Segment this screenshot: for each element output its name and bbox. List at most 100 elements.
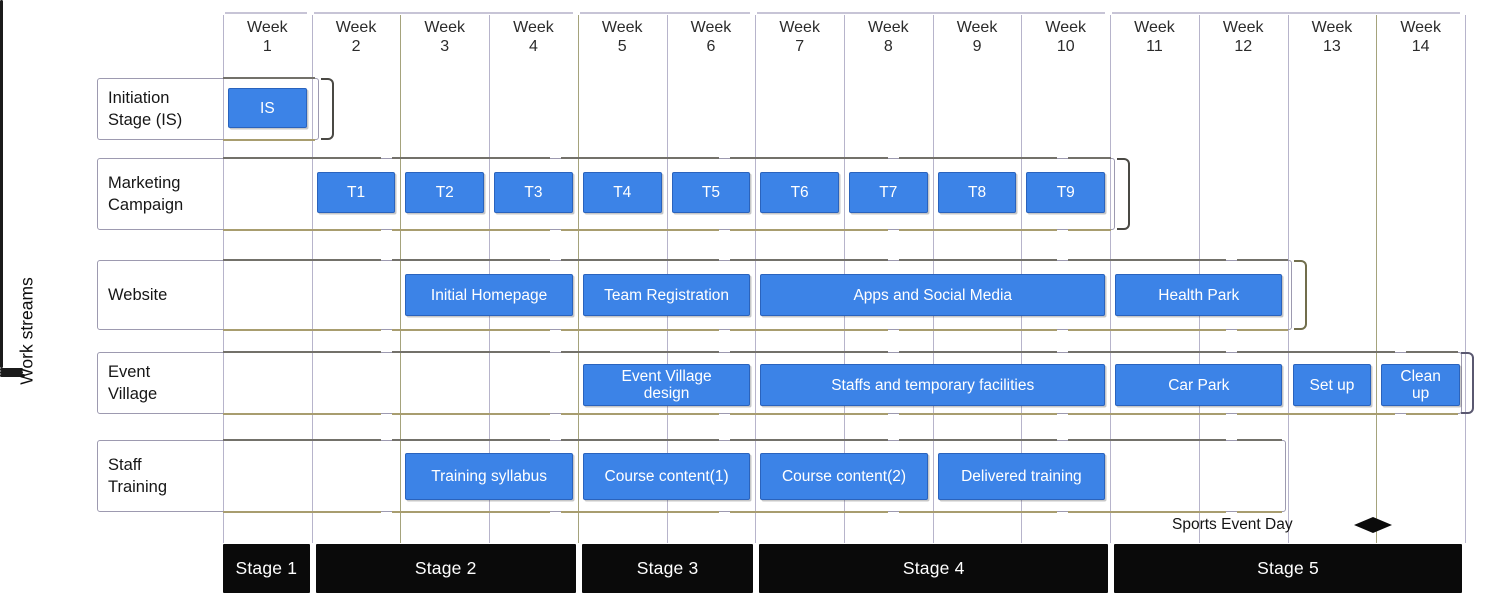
task-bar: Clean up [1381,364,1460,406]
week-header-cell: Week 7 [755,18,844,56]
week-number: 5 [617,38,627,55]
task-bar: Training syllabus [405,453,573,500]
task-bar: T7 [849,172,928,213]
week-number: 7 [795,38,805,55]
week-header-cell: Week 13 [1288,18,1377,56]
week-number: 1 [262,38,272,55]
row-label: Staff Training [108,456,167,496]
row-end-bracket [1293,260,1307,330]
milestone-diamond-icon [1354,517,1392,533]
row-top-rule [223,351,1458,353]
task-bar: T3 [494,172,573,213]
week-grid-line [1465,15,1466,543]
task-bar: Initial Homepage [405,274,573,316]
week-grid-line [311,15,313,543]
week-number: 14 [1411,38,1430,55]
task-bar: T1 [316,172,396,213]
task-bar: Team Registration [582,274,751,316]
row-label: Initiation Stage (IS) [108,89,183,129]
row-bottom-rule [223,511,1282,513]
task-bar: T4 [582,172,662,213]
task-bar: Course content(2) [760,453,928,500]
row-top-rule [223,259,1288,261]
header-group-cap [579,12,751,14]
stage-bar: Stage 5 [1114,544,1462,593]
header-group-cap [1112,12,1460,14]
week-number: 11 [1146,38,1163,55]
week-word: Week [513,19,554,36]
row-top-rule [223,157,1112,159]
week-header-cell: Week 2 [312,18,401,56]
header-group-cap [757,12,1106,14]
week-word: Week [247,19,288,36]
task-bar: Staffs and temporary facilities [760,364,1106,406]
header-group-cap [313,12,573,14]
row-bottom-rule [223,413,1458,415]
week-grid-line [223,15,224,543]
week-grid-line [400,15,402,543]
week-header-cell: Week 3 [400,18,489,56]
task-bar: IS [228,88,307,128]
week-grid-line [1376,15,1378,543]
task-bar: Set up [1292,364,1372,406]
task-bar: Car Park [1115,364,1283,406]
row-top-rule [223,77,315,79]
row-label: Marketing Campaign [108,174,184,214]
week-word: Week [1311,19,1353,36]
workstreams-bracket-vline [0,0,3,368]
week-word: Week [335,19,377,36]
week-grid-line [755,15,757,543]
week-header-cell: Week 6 [667,18,756,56]
task-bar: T6 [760,172,839,213]
row-bottom-rule [223,329,1288,331]
week-header-cell: Week 12 [1199,18,1288,56]
task-bar: T2 [405,172,485,213]
week-number: 3 [440,38,450,55]
stage-bar: Stage 2 [315,544,576,593]
week-word: Week [868,19,909,36]
week-header-cell: Week 8 [844,18,933,56]
row-top-rule [223,439,1282,441]
stage-bar: Stage 3 [581,544,754,593]
task-bar: Apps and Social Media [760,274,1106,316]
week-number: 10 [1056,38,1075,55]
week-grid-line [1287,15,1289,543]
week-number: 13 [1323,38,1341,55]
week-header-cell: Week 1 [223,18,312,56]
header-group-cap [225,12,307,14]
stage-bar: Stage 4 [759,544,1109,593]
row-bottom-rule [223,139,315,141]
week-number: 2 [351,38,361,55]
week-number: 6 [706,38,716,55]
week-number: 4 [528,38,538,55]
workstreams-bracket-bottom-tick [0,371,23,374]
task-bar: T5 [671,172,751,213]
week-word: Week [424,19,466,36]
row-end-bracket [1461,352,1474,414]
row-end-bracket [1117,158,1131,230]
week-word: Week [690,19,732,36]
week-header-cell: Week 10 [1021,18,1110,56]
task-bar: Event Village design [582,364,751,406]
week-word: Week [956,19,998,36]
task-bar: Health Park [1115,274,1283,316]
task-bar: Delivered training [937,453,1106,500]
milestone-label: Sports Event Day [1172,516,1293,533]
week-word: Week [1222,19,1264,36]
task-bar: Course content(1) [582,453,751,500]
workstream-row-box [97,78,319,140]
week-word: Week [779,19,820,36]
week-grid-line [1110,15,1112,543]
week-word: Week [1045,19,1087,36]
task-bar: T8 [937,172,1017,213]
row-label: Website [108,286,168,304]
week-number: 8 [883,38,893,55]
stage-bar: Stage 1 [223,544,310,593]
week-word: Week [1134,19,1175,36]
week-number: 12 [1234,38,1253,55]
workstreams-bracket-mid-tick [0,374,25,377]
row-label: Event Village [108,363,158,403]
